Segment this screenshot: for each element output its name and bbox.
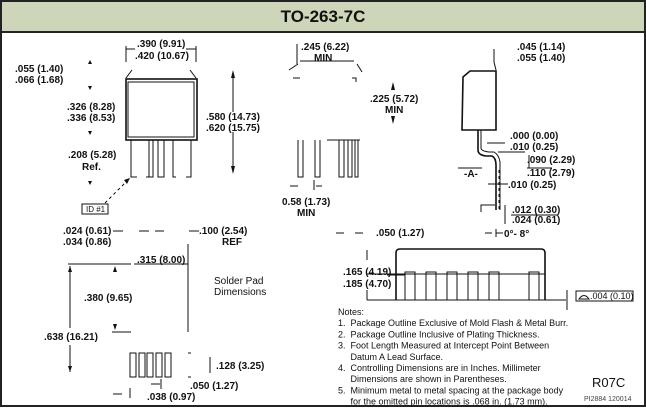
end-height-dim-top: .165 (4.19) (343, 267, 391, 278)
body-dim-top: .326 (8.28) (67, 102, 115, 113)
pin1-id-label: ID #1 (86, 205, 106, 214)
foot-dim: .010 (0.25) (508, 180, 556, 191)
bottom-width-note: MIN (314, 53, 332, 64)
lead-length-note: Ref. (82, 162, 101, 173)
lead-gap-note: MIN (297, 208, 315, 219)
notes: Notes: 1. Package Outline Exclusive of M… (338, 307, 568, 407)
standoff-dim-bottom: .010 (0.25) (510, 142, 558, 153)
front-width-max: .390 (9.91) (137, 39, 185, 50)
lead-pad-height-dim: .128 (3.25) (216, 361, 264, 372)
solder-pad-layout (68, 244, 211, 398)
note-item: 2. Package Outline Inclusive of Plating … (338, 329, 539, 339)
pad-height-dim: .380 (9.65) (84, 293, 132, 304)
lead-gap-dim: 0.58 (1.73) (282, 197, 330, 208)
bottom-height-dim: .225 (5.72) (370, 94, 418, 105)
note-item: for the omitted pin locations is .068 in… (338, 397, 548, 407)
coplanarity-value: .004 (0.10) (590, 291, 634, 301)
title-bar (2, 2, 644, 32)
drawing-code: R07C (592, 375, 625, 390)
note-item: Dimensions are shown in Parentheses. (338, 374, 507, 384)
side-height-dim-bottom: .110 (2.79) (527, 168, 575, 179)
tab-dim-top: .055 (1.40) (15, 64, 63, 75)
bottom-height-note: MIN (385, 105, 403, 116)
pad-pitch-dim: .050 (1.27) (190, 381, 238, 392)
datum-a-label: -A- (464, 169, 478, 180)
lead-pad-width-dim: .038 (0.97) (147, 392, 195, 403)
note-item: 5. Minimum metal to metal spacing at the… (338, 385, 564, 395)
side-view (458, 49, 552, 237)
lead-thickness-top: .012 (0.30) (512, 205, 560, 216)
end-height-dim-bottom: .185 (4.70) (343, 279, 391, 290)
front-width-min: .420 (10.67) (135, 51, 189, 62)
side-tab-dim-top: .045 (1.14) (517, 42, 565, 53)
package-title: TO-263-7C (281, 7, 366, 26)
solder-pad-label-1: Solder Pad (214, 276, 263, 287)
lead-thickness-bottom: .024 (0.61) (512, 215, 560, 226)
standoff-dim-top: .000 (0.00) (510, 131, 558, 142)
note-item: 1. Package Outline Exclusive of Mold Fla… (338, 318, 568, 328)
end-view (366, 248, 634, 310)
bottom-pitch-dim: .050 (1.27) (376, 228, 424, 239)
lead-length-dim: .208 (5.28) (68, 150, 116, 161)
note-item: 3. Foot Length Measured at Intercept Poi… (338, 341, 549, 351)
coplanarity-box (575, 290, 634, 302)
note-item: 4. Controlling Dimensions are in Inches.… (338, 363, 541, 373)
height-dim-top: .580 (14.73) (206, 112, 260, 123)
lead-width-bottom: .034 (0.86) (63, 237, 111, 248)
coplanarity-icon (578, 295, 590, 300)
total-height-dim: .638 (16.21) (44, 332, 98, 343)
side-tab-dim-bottom: .055 (1.40) (517, 53, 565, 64)
side-height-dim-top: .090 (2.29) (527, 155, 575, 166)
solder-pad-label-2: Dimensions (214, 287, 266, 298)
note-item: Datum A Lead Surface. (338, 352, 443, 362)
height-dim-bottom: .620 (15.75) (206, 123, 260, 134)
drawing-number: PI2884 120014 (584, 396, 632, 403)
notes-heading: Notes: (338, 307, 364, 317)
lead-pitch-dim: .100 (2.54) (199, 226, 247, 237)
front-view (81, 46, 235, 215)
lead-pitch-note: REF (222, 237, 242, 248)
lead-angle: 0°- 8° (504, 229, 529, 240)
lead-width-top: .024 (0.61) (63, 226, 111, 237)
tab-dim-bottom: .066 (1.68) (15, 75, 63, 86)
pad-width-dim: .315 (8.00) (137, 255, 185, 266)
bottom-width-dim: .245 (6.22) (301, 42, 349, 53)
bottom-view (288, 44, 395, 190)
body-dim-bottom: .336 (8.53) (67, 113, 115, 124)
